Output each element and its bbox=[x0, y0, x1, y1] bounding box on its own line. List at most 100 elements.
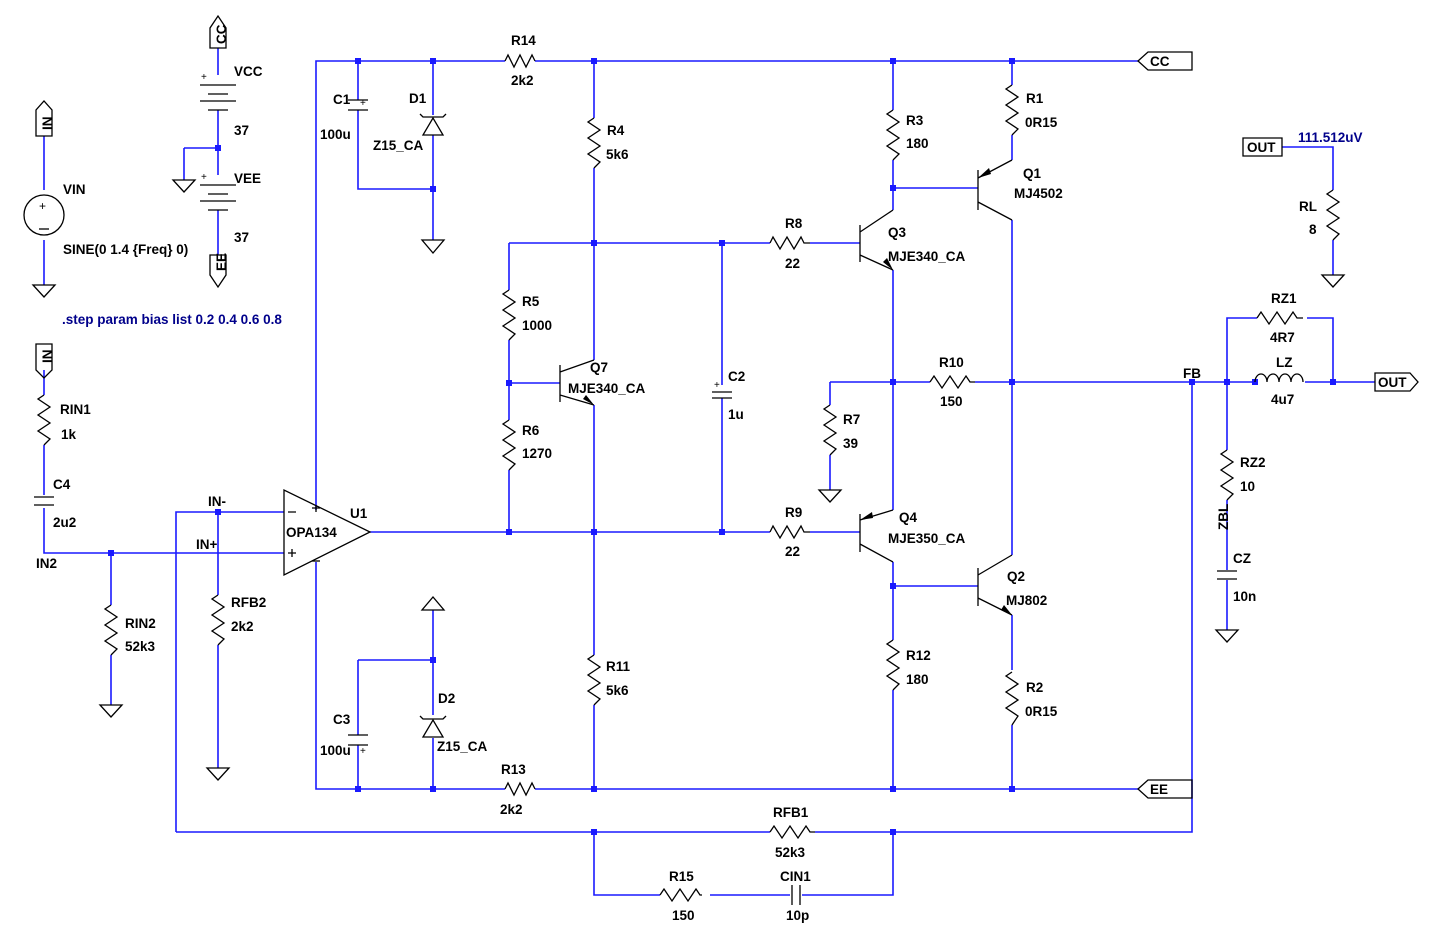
d2-value: Z15_CA bbox=[437, 739, 488, 754]
r5-value: 1000 bbox=[522, 318, 552, 333]
r4-value: 5k6 bbox=[606, 147, 629, 162]
q2-value: MJ802 bbox=[1006, 593, 1047, 608]
cz-symbol bbox=[1217, 570, 1237, 580]
rin2-symbol bbox=[103, 604, 119, 656]
net-zbl: ZBL bbox=[1216, 504, 1231, 530]
r3-name: R3 bbox=[906, 113, 924, 128]
r9-symbol bbox=[769, 524, 810, 540]
rin1-symbol bbox=[36, 394, 52, 446]
r2-symbol bbox=[1004, 671, 1020, 726]
c1-name: C1 bbox=[333, 92, 351, 107]
vee-name: VEE bbox=[234, 171, 261, 186]
q2-symbol bbox=[977, 554, 1013, 616]
rfb2-symbol bbox=[210, 594, 226, 646]
vcc-value: 37 bbox=[234, 123, 249, 138]
net-ee-right: EE bbox=[1150, 782, 1168, 797]
c3-value: 100u bbox=[320, 743, 351, 758]
rz1-name: RZ1 bbox=[1271, 291, 1297, 306]
rz2-value: 10 bbox=[1240, 479, 1255, 494]
net-in-mid: IN bbox=[40, 350, 55, 364]
ground-symbols bbox=[31, 179, 1346, 781]
r7-name: R7 bbox=[843, 412, 860, 427]
svg-text:+: + bbox=[714, 380, 720, 391]
rz2-name: RZ2 bbox=[1240, 455, 1266, 470]
r12-value: 180 bbox=[906, 672, 929, 687]
cin1-symbol bbox=[791, 885, 801, 905]
r11-name: R11 bbox=[606, 659, 631, 674]
rfb1-name: RFB1 bbox=[773, 805, 809, 820]
q2-name: Q2 bbox=[1007, 569, 1025, 584]
q7-value: MJE340_CA bbox=[568, 381, 646, 396]
c4-value: 2u2 bbox=[53, 515, 76, 530]
rl-value: 8 bbox=[1309, 222, 1317, 237]
r6-value: 1270 bbox=[522, 446, 552, 461]
r12-name: R12 bbox=[906, 648, 931, 663]
r5-symbol bbox=[501, 289, 517, 341]
r8-symbol bbox=[769, 235, 810, 251]
r15-value: 150 bbox=[672, 908, 695, 923]
cz-name: CZ bbox=[1233, 551, 1251, 566]
u1-name: U1 bbox=[350, 506, 368, 521]
r7-symbol bbox=[822, 404, 838, 456]
r15-symbol bbox=[659, 887, 702, 903]
net-cc-top: CC bbox=[214, 24, 229, 44]
r2-name: R2 bbox=[1026, 680, 1043, 695]
vcc-symbol: + bbox=[200, 72, 236, 111]
svg-text:+: + bbox=[360, 746, 366, 757]
r1-value: 0R15 bbox=[1025, 115, 1058, 130]
r14-symbol bbox=[504, 53, 536, 69]
svg-text:+: + bbox=[201, 172, 207, 183]
capacitors: + + + bbox=[34, 98, 1237, 905]
q4-name: Q4 bbox=[899, 510, 918, 525]
u1-opamp bbox=[283, 488, 372, 577]
rfb2-value: 2k2 bbox=[231, 619, 254, 634]
r10-value: 150 bbox=[940, 394, 963, 409]
spice-directive: .step param bias list 0.2 0.4 0.6 0.8 bbox=[62, 312, 282, 327]
d2-name: D2 bbox=[438, 691, 455, 706]
zener-diodes bbox=[419, 113, 447, 738]
junction-dots bbox=[108, 58, 1336, 835]
r11-value: 5k6 bbox=[606, 683, 629, 698]
u1-value: OPA134 bbox=[286, 525, 337, 540]
r8-name: R8 bbox=[785, 216, 803, 231]
cz-value: 10n bbox=[1233, 589, 1256, 604]
net-in2: IN2 bbox=[36, 556, 57, 571]
r9-value: 22 bbox=[785, 544, 800, 559]
net-ee-bottom: EE bbox=[214, 253, 229, 271]
c3-symbol: + bbox=[348, 734, 368, 757]
r14-name: R14 bbox=[511, 33, 536, 48]
d1-symbol bbox=[419, 113, 447, 136]
r8-value: 22 bbox=[785, 256, 800, 271]
rin2-value: 52k3 bbox=[125, 639, 156, 654]
sources: + + + bbox=[23, 72, 236, 236]
r3-value: 180 bbox=[906, 136, 929, 151]
d2-symbol bbox=[419, 715, 447, 738]
d1-name: D1 bbox=[409, 91, 427, 106]
r13-symbol bbox=[504, 781, 536, 797]
rl-name: RL bbox=[1299, 199, 1317, 214]
lz-name: LZ bbox=[1276, 355, 1293, 370]
r1-symbol bbox=[1004, 84, 1020, 136]
q3-value: MJE340_CA bbox=[888, 249, 966, 264]
svg-text:+: + bbox=[360, 98, 366, 109]
rfb2-name: RFB2 bbox=[231, 595, 266, 610]
net-in-top: IN bbox=[40, 117, 55, 131]
r13-value: 2k2 bbox=[500, 802, 523, 817]
net-out-load: OUT bbox=[1247, 140, 1276, 155]
vee-symbol: + bbox=[200, 172, 236, 211]
r7-value: 39 bbox=[843, 436, 858, 451]
cin1-value: 10p bbox=[786, 908, 809, 923]
c1-symbol: + bbox=[348, 98, 368, 111]
c4-name: C4 bbox=[53, 477, 71, 492]
r6-name: R6 bbox=[522, 423, 540, 438]
q1-value: MJ4502 bbox=[1014, 186, 1063, 201]
labels: CC EE IN IN CC EE OUT OUT IN- IN+ IN2 FB… bbox=[36, 24, 1407, 923]
r4-name: R4 bbox=[607, 123, 625, 138]
c2-name: C2 bbox=[728, 369, 745, 384]
svg-text:+: + bbox=[39, 199, 46, 213]
rfb1-value: 52k3 bbox=[775, 845, 806, 860]
net-cc-right: CC bbox=[1150, 54, 1170, 69]
rin2-name: RIN2 bbox=[125, 616, 156, 631]
